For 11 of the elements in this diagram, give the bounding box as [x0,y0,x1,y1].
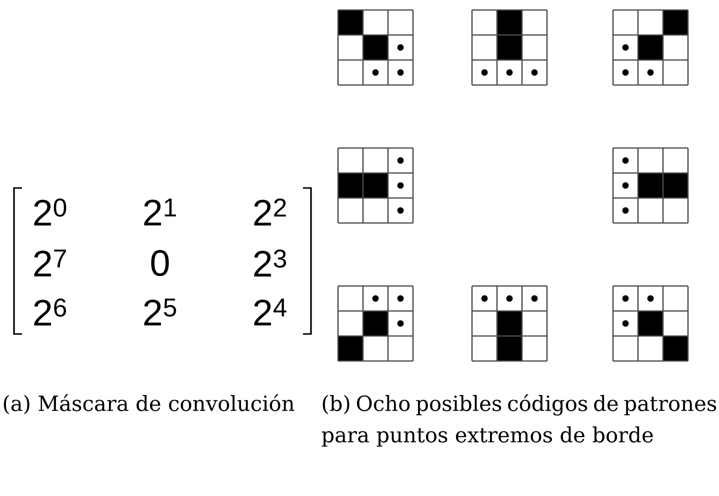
matrix-entry: 2$^{0}$ [34,198,66,226]
matrix-entry: 2$^{5}$ [144,298,176,326]
matrix-entry: 2$^{7}$ [34,250,66,276]
matrix-entry: 2$^{6}$ [34,298,66,326]
matrix-entry: 0 [151,250,169,276]
subfigure-caption: (a) Máscara de convolución [4,394,294,414]
matrix-entry: 2$^{1}$ [144,198,176,226]
matrix-entry: 2$^{2}$ [254,198,286,226]
matrix-entry: 2$^{3}$ [254,250,286,276]
matrix-entry: 2$^{4}$ [254,298,286,326]
subfigure-caption: (b) Ocho posibles códigos de patrones para puntos extremos de borde [322,394,716,447]
